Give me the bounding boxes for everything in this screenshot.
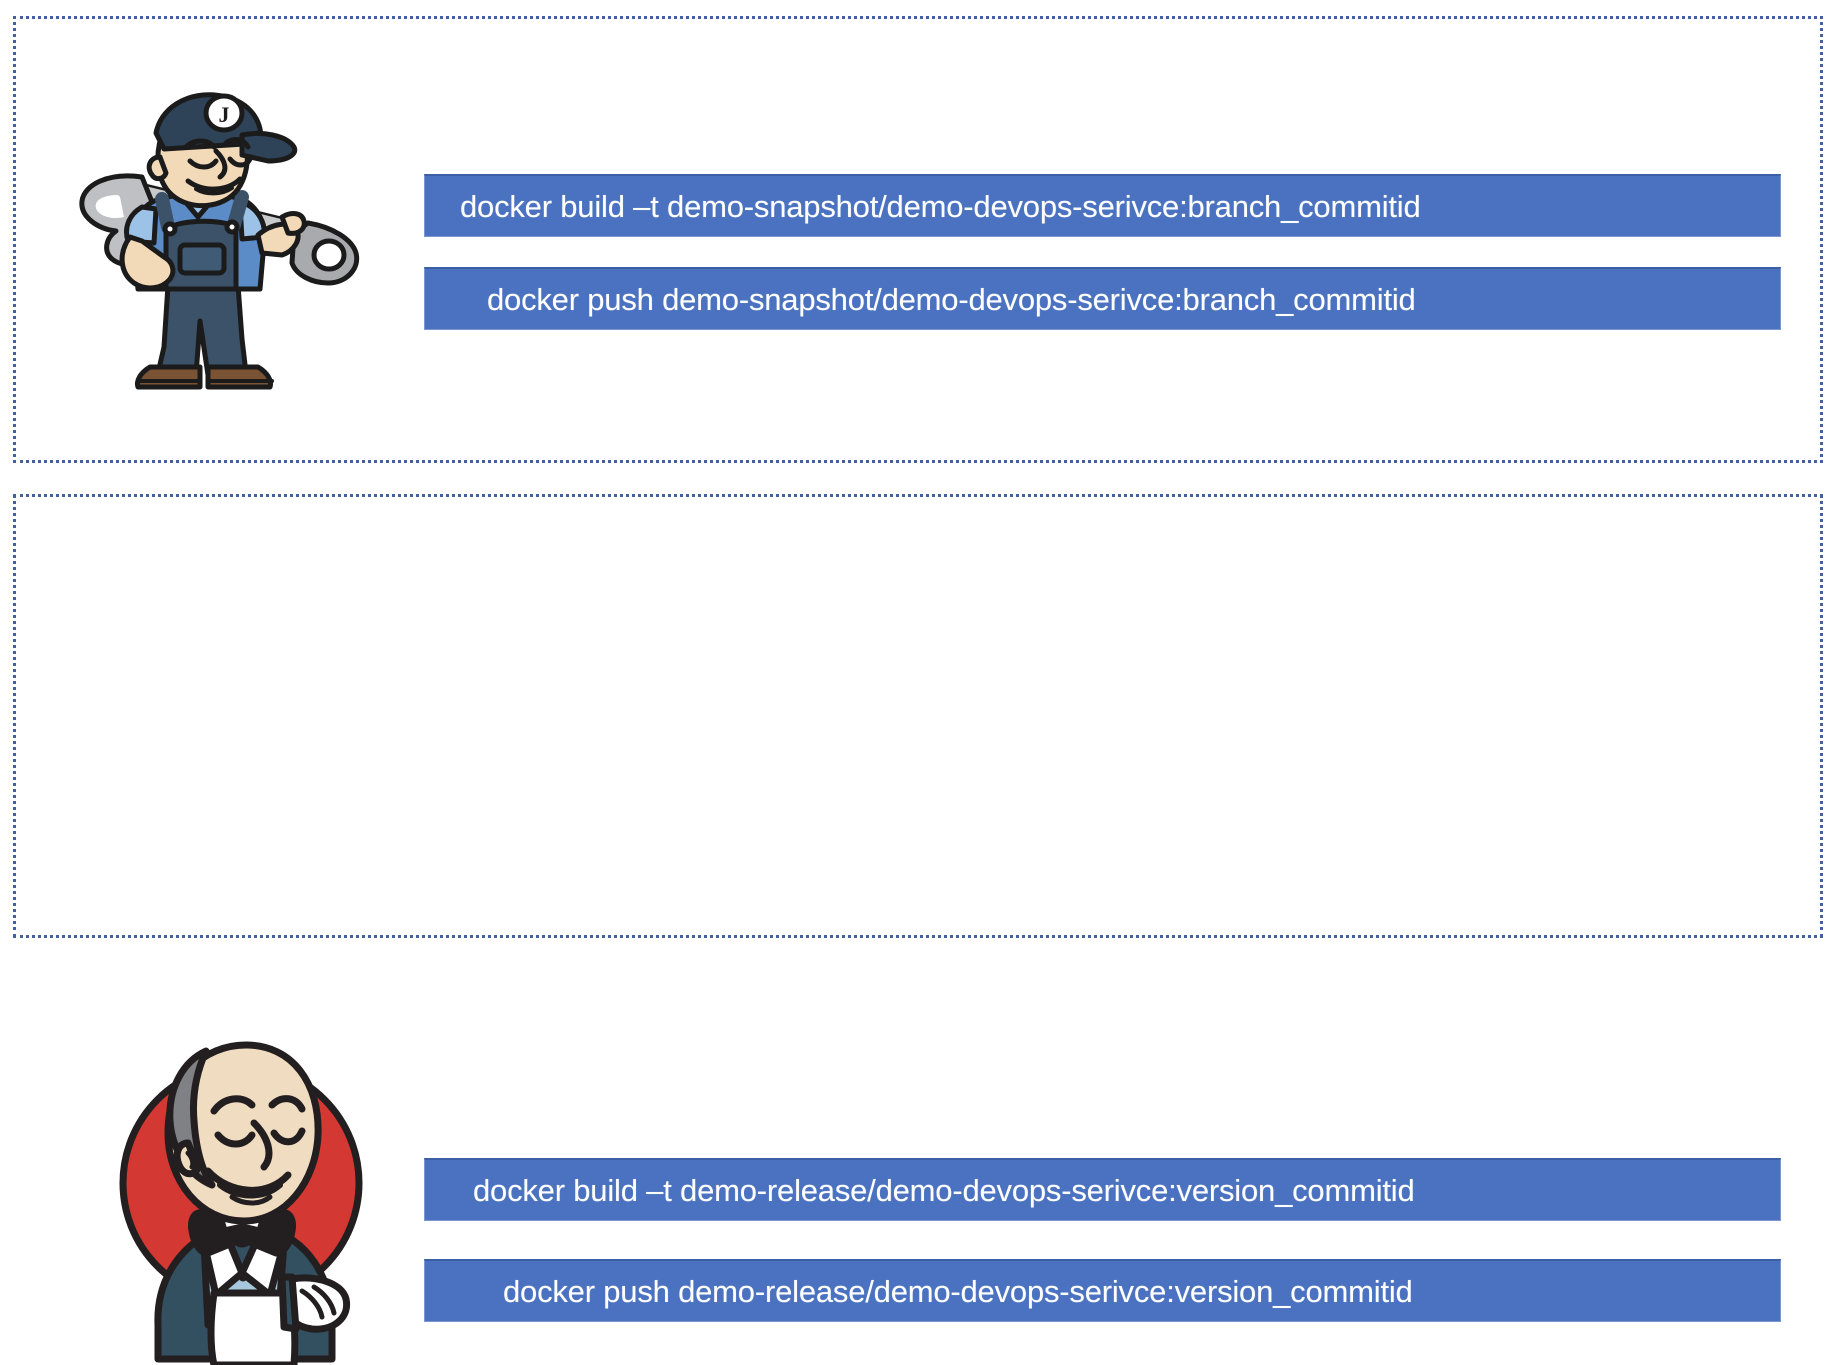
jenkins-butler-icon	[96, 1025, 386, 1365]
command-text: docker push demo-snapshot/demo-devops-se…	[487, 281, 1416, 317]
slide-canvas: J docker build –t demo-snapshot/demo-dev…	[13, 16, 1823, 1365]
release-panel: docker build –t demo-release/demo-devops…	[13, 494, 1823, 1365]
docker-push-snapshot-command[interactable]: docker push demo-snapshot/demo-devops-se…	[424, 267, 1781, 330]
command-text: docker build –t demo-snapshot/demo-devop…	[460, 188, 1421, 224]
command-text: docker build –t demo-release/demo-devops…	[473, 1172, 1415, 1208]
docker-build-snapshot-command[interactable]: docker build –t demo-snapshot/demo-devop…	[424, 174, 1781, 237]
svg-text:J: J	[219, 102, 230, 127]
docker-push-release-command[interactable]: docker push demo-release/demo-devops-ser…	[424, 1259, 1781, 1322]
docker-build-release-command[interactable]: docker build –t demo-release/demo-devops…	[424, 1158, 1781, 1221]
snapshot-panel: J docker build –t demo-snapshot/demo-dev…	[13, 16, 1823, 463]
command-text: docker push demo-release/demo-devops-ser…	[503, 1273, 1413, 1309]
mechanic-with-wrench-icon: J	[46, 77, 376, 397]
